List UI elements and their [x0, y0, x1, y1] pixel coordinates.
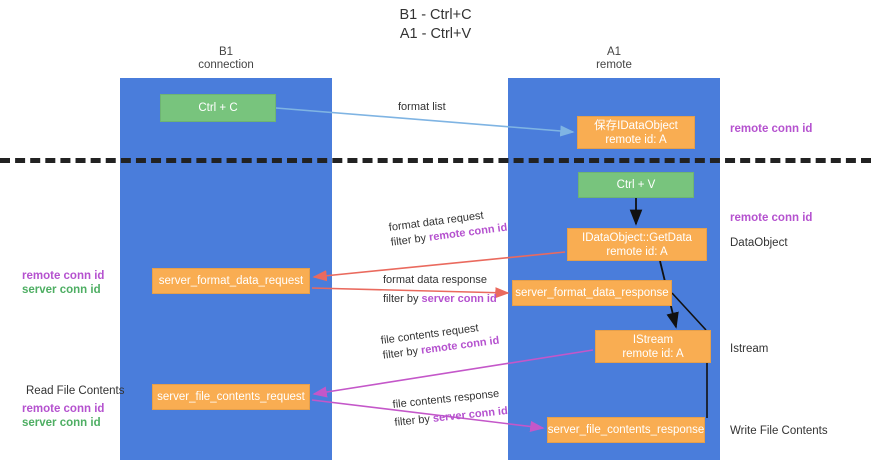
node-idataobject-sublabel: remote id: A: [605, 133, 667, 146]
node-server-file-contents-request[interactable]: server_file_contents_request: [152, 384, 310, 410]
node-server-format-data-request-label: server_format_data_request: [158, 275, 304, 287]
node-server-file-contents-response[interactable]: server_file_contents_response: [547, 417, 705, 443]
node-idataobject[interactable]: 保存IDataObject remote id: A: [577, 116, 695, 149]
edge-label-format-data-response: format data response filter by server co…: [383, 273, 497, 307]
node-ctrl-c[interactable]: Ctrl + C: [160, 94, 276, 122]
annotation-left-server-conn-id: server conn id: [22, 417, 101, 429]
lane-header-b1-line1: B1: [218, 46, 234, 58]
title-line-1: B1 - Ctrl+C: [399, 7, 472, 23]
node-ctrl-v-label: Ctrl + V: [616, 179, 656, 191]
node-ctrl-v[interactable]: Ctrl + V: [578, 172, 694, 198]
annotation-left-remote-conn-id: remote conn id: [22, 403, 105, 415]
filter-key-server-conn-id: server conn id: [421, 293, 497, 305]
edge-label-file-contents-request: file contents request filter by remote c…: [380, 319, 500, 364]
annotation-read-file-contents: Read File Contents: [26, 385, 125, 397]
annotation-remote-conn-id-mid: remote conn id: [730, 212, 813, 224]
node-server-format-data-request[interactable]: server_format_data_request: [152, 268, 310, 294]
filter-prefix: filter by: [393, 412, 434, 429]
node-idataobject-getdata[interactable]: IDataObject::GetData remote id: A: [567, 228, 707, 261]
edge-label-file-contents-response: file contents response filter by server …: [392, 386, 509, 431]
lane-header-b1-line2: connection: [198, 59, 254, 71]
node-idataobject-label: 保存IDataObject: [594, 119, 678, 132]
annotation-left-server-conn-id: server conn id: [22, 284, 101, 296]
filter-prefix: filter by: [383, 293, 422, 305]
edge-label-format-data-request: format data request filter by remote con…: [388, 206, 508, 251]
node-getdata-sublabel: remote id: A: [606, 245, 668, 258]
filter-prefix: filter by: [390, 231, 430, 249]
lane-header-a1-line2: remote: [596, 59, 632, 71]
node-server-format-data-response-label: server_format_data_response: [515, 287, 669, 299]
filter-key-server-conn-id: server conn id: [432, 405, 509, 425]
filter-prefix: filter by: [382, 344, 422, 362]
title-line-2: A1 - Ctrl+V: [399, 26, 472, 42]
edge-label-format-data-response-line2: filter by server conn id: [383, 292, 497, 307]
annotation-dataobject: DataObject: [730, 237, 788, 249]
node-istream-label: IStream: [632, 333, 674, 346]
lane-header-a1-line1: A1: [606, 46, 622, 58]
edge-label-format-list: format list: [398, 100, 446, 115]
node-getdata-label: IDataObject::GetData: [582, 231, 692, 244]
node-istream-sublabel: remote id: A: [622, 347, 684, 360]
annotation-istream: Istream: [730, 343, 769, 355]
node-server-format-data-response[interactable]: server_format_data_response: [512, 280, 672, 306]
annotation-left-conn-ids-bottom: remote conn id server conn id: [22, 402, 104, 430]
node-ctrl-c-label: Ctrl + C: [198, 102, 238, 114]
node-server-file-contents-response-label: server_file_contents_response: [547, 424, 705, 436]
annotation-left-remote-conn-id: remote conn id: [22, 270, 105, 282]
lane-header-b1: B1 connection: [120, 46, 332, 72]
edge-label-format-data-response-line1: format data response: [383, 274, 487, 286]
node-istream[interactable]: IStream remote id: A: [595, 330, 711, 363]
annotation-left-conn-ids-top: remote conn id server conn id: [22, 269, 104, 297]
divider-dashed-line: [0, 158, 871, 163]
node-server-file-contents-request-label: server_file_contents_request: [157, 391, 305, 403]
edge-label-format-list-text: format list: [398, 101, 446, 113]
annotation-write-file-contents: Write File Contents: [730, 425, 828, 437]
page-title: B1 - Ctrl+C A1 - Ctrl+V: [0, 6, 871, 44]
annotation-remote-conn-id-top: remote conn id: [730, 123, 813, 135]
lane-header-a1: A1 remote: [508, 46, 720, 72]
